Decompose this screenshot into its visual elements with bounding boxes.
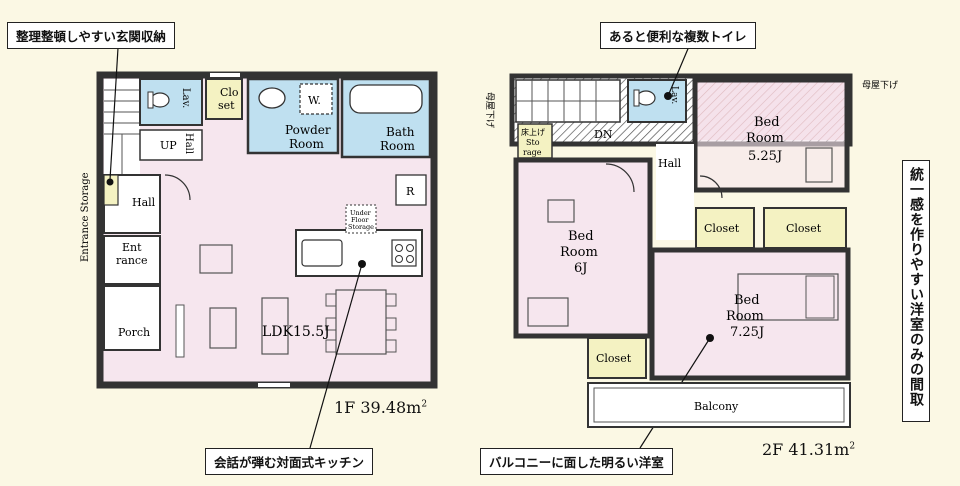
floor2-closet-c-label: Closet <box>596 352 632 365</box>
floor2-lav-label: Lav. <box>669 86 679 104</box>
floor1-area-unit: m <box>406 398 422 417</box>
floor1-entrance-storage-label: Entrance Storage <box>80 172 91 262</box>
floor2-closet-c <box>587 337 647 379</box>
floor2-dn-label: DN <box>594 128 613 141</box>
floor1-closet-label-1: Clo <box>220 86 239 99</box>
floor2-closet-a <box>695 207 755 249</box>
floor1-r-label: R <box>406 185 415 198</box>
floor1-powder-label-2: Room <box>289 137 324 151</box>
floor2-area-sup: 2 <box>849 441 856 452</box>
floor1-bath-label-2: Room <box>380 139 415 153</box>
floor1-area-value: 1F 39.48 <box>334 398 407 417</box>
callout-western-rooms: 統一感を作りやすい洋室のみの間取 <box>902 160 930 422</box>
floor2-bedroom-6 <box>513 157 653 339</box>
floor2-bedroom-525 <box>692 77 850 193</box>
floor1-w-label: W. <box>308 94 321 107</box>
floor1-hall-label: Hall <box>132 196 156 209</box>
floor1-entrance-label-2: rance <box>116 254 148 267</box>
floor1-under-label-2: Floor <box>351 216 369 224</box>
floor2-storage <box>517 123 553 159</box>
floor2-hall-label: Hall <box>658 157 682 170</box>
floor1-porch <box>103 285 161 351</box>
floor2-balcony <box>587 382 851 428</box>
floor1-powder-label-1: Powder <box>285 123 331 137</box>
floor1-hall-vertical-label: Hall <box>183 133 194 154</box>
floor2-bed1-label-3: 5.25J <box>748 149 782 164</box>
floor2-storage-label-2: Sto <box>526 138 540 147</box>
floor2-bed3-label-3: 7.25J <box>730 325 764 340</box>
floor2-balcony-label: Balcony <box>694 400 739 413</box>
floor1-under-label-3: Storage <box>348 223 374 231</box>
floor2-area-label: 2F 41.31m2 <box>762 440 855 459</box>
callout-kitchen: 会話が弾む対面式キッチン <box>205 448 374 475</box>
callout-entrance-storage: 整理整頓しやすい玄関収納 <box>7 22 175 49</box>
floor1-area-label: 1F 39.48m2 <box>334 398 427 417</box>
floor2-closet-b-label: Closet <box>786 222 822 235</box>
floor1-up-label: UP <box>160 139 177 152</box>
floor1-entrance <box>103 235 161 285</box>
floor1-bath-label-1: Bath <box>386 125 415 139</box>
floor2-area-value: 2F 41.31 <box>762 440 835 459</box>
floor1-under-label-1: Under <box>350 209 372 217</box>
floor1-lav-label: Lav. <box>180 88 191 108</box>
floor1-closet-label-2: set <box>218 99 235 112</box>
floor1-closet <box>205 78 243 120</box>
floor1-plan: Lav. Clo set W. Powder Room Bath Room UP… <box>80 71 438 449</box>
callout-bright-room: バルコニーに面した明るい洋室 <box>480 448 673 475</box>
floor2-bed2-label-2: Room <box>560 245 598 260</box>
floor2-bed2-label-1: Bed <box>568 229 594 244</box>
floor2-roof-right-label: 母屋下げ <box>862 80 898 91</box>
floor1-entrance-label-1: Ent <box>122 241 142 254</box>
floor2-closet-a-label: Closet <box>704 222 740 235</box>
floor2-bed2-label-3: 6J <box>574 261 587 276</box>
floor1-area-sup: 2 <box>421 399 428 410</box>
floor2-plan: Lav. DN 床上げ Sto rage Bed Room 5.25J Hall… <box>484 43 898 449</box>
floor2-bed1-label-1: Bed <box>754 115 780 130</box>
callout-toilets: あると便利な複数トイレ <box>600 22 756 49</box>
floor2-bed1-label-2: Room <box>746 131 784 146</box>
floor2-roof-left-label: 母屋下げ <box>484 92 495 128</box>
floor2-bed3-label-2: Room <box>726 309 764 324</box>
floor2-bed3-label-1: Bed <box>734 293 760 308</box>
floor2-bedroom-725 <box>649 247 851 381</box>
floor2-storage-label-1: 床上げ <box>521 127 545 137</box>
floor2-storage-label-3: rage <box>523 148 542 157</box>
floor1-porch-label: Porch <box>118 326 150 339</box>
floor2-area-unit: m <box>834 440 850 459</box>
floor1-ldk-label: LDK15.5J <box>262 324 330 340</box>
floor2-hall <box>656 144 694 240</box>
